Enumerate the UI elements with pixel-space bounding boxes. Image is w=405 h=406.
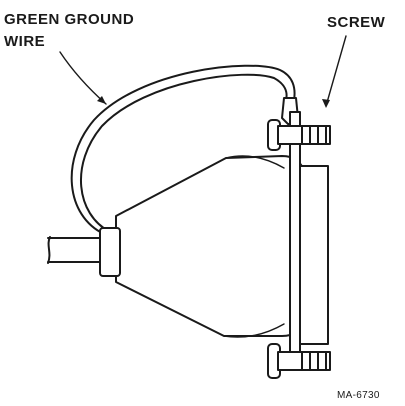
strain-relief: [99, 227, 121, 277]
wire-leader-arrow: [59, 51, 107, 105]
label-screw: SCREW: [327, 14, 386, 31]
screw-leader-arrow: [322, 35, 347, 108]
bottom-screw: [267, 343, 331, 379]
connector-hood: [115, 155, 305, 338]
connector-flange: [289, 111, 329, 359]
cable: [47, 236, 107, 264]
label-green-ground: GREEN GROUND: [4, 11, 134, 28]
top-screw: [267, 119, 331, 151]
label-wire: WIRE: [4, 33, 45, 50]
figure-id: MA-6730: [337, 390, 380, 401]
